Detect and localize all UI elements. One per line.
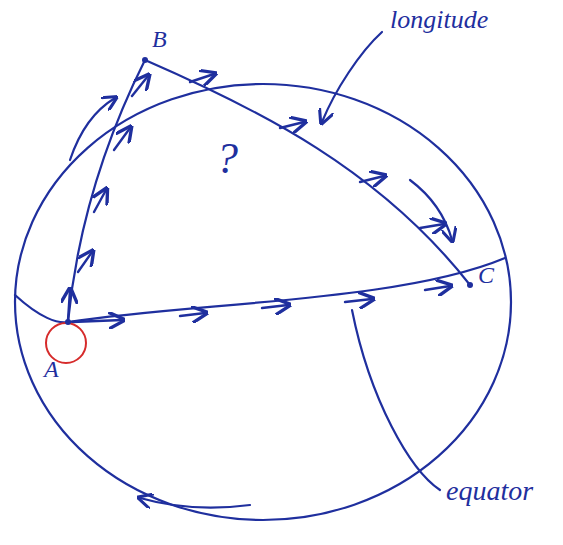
- sphere-outline: [15, 84, 511, 520]
- point-dot: [142, 57, 148, 63]
- meridian-bc: [145, 60, 470, 285]
- rotation-arrows: [70, 98, 452, 508]
- leader-line: [322, 32, 382, 122]
- point-label: C: [478, 262, 494, 288]
- leader-line: [352, 310, 440, 490]
- meridian-ab: [68, 60, 145, 322]
- callout-label: equator: [446, 476, 533, 507]
- point-dot: [467, 282, 473, 288]
- point-dot: [65, 319, 71, 325]
- transport-vectors: [68, 74, 450, 322]
- point-label: B: [152, 26, 167, 52]
- equator-line: [15, 258, 505, 322]
- point-label: A: [44, 356, 59, 382]
- callout-label: longitude: [390, 6, 488, 35]
- question-mark: ?: [216, 135, 238, 183]
